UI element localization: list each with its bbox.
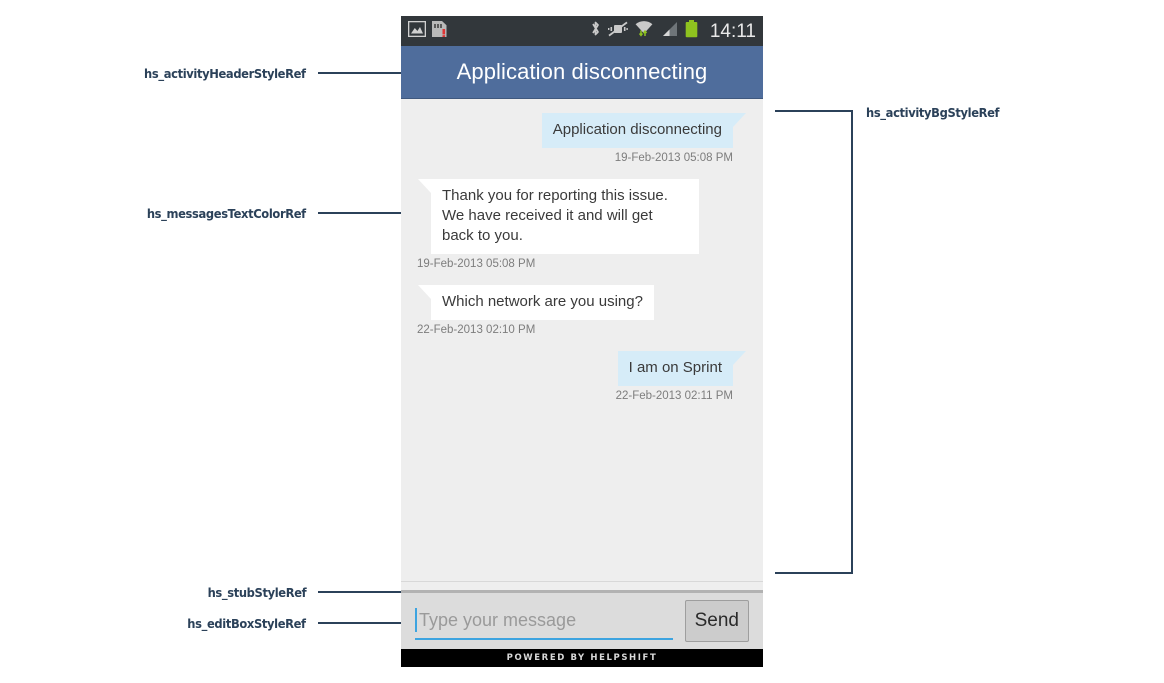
cellular-signal-icon: [660, 21, 678, 42]
conversation-list[interactable]: Application disconnecting 19-Feb-2013 05…: [401, 99, 763, 581]
bluetooth-icon: [590, 20, 601, 42]
powered-by-footer: POWERED BY HELPSHIFT: [401, 649, 763, 667]
annotation-leader-activity-header: [318, 72, 402, 74]
wifi-data-icon: [635, 20, 653, 42]
annotation-label-stub: hs_stubStyleRef: [207, 585, 306, 600]
send-button[interactable]: Send: [684, 600, 749, 642]
annotation-label-messages-text-color: hs_messagesTextColorRef: [147, 206, 306, 221]
message-input[interactable]: [419, 605, 673, 635]
status-bar-left-icons: [407, 20, 448, 42]
list-item: Which network are you using? 22-Feb-2013…: [417, 285, 747, 336]
message-timestamp: 19-Feb-2013 05:08 PM: [417, 258, 536, 270]
message-bubble-user: Application disconnecting: [541, 113, 747, 148]
sd-card-alert-icon: [431, 20, 448, 42]
composer-bar: Send: [401, 593, 763, 649]
message-bubble-agent: Which network are you using?: [418, 285, 654, 320]
vibrate-off-icon: [607, 21, 628, 42]
phone-screen: 14:11 Application disconnecting Applicat…: [401, 16, 763, 667]
annotation-label-activity-bg: hs_activityBgStyleRef: [866, 105, 1000, 120]
activity-header: Application disconnecting: [401, 46, 763, 99]
gallery-image-icon: [407, 20, 427, 42]
message-input-wrapper[interactable]: [415, 602, 673, 640]
message-bubble-agent: Thank you for reporting this issue. We h…: [418, 179, 699, 254]
stub-divider: [401, 581, 763, 593]
annotation-bracket-activity-bg: [775, 110, 853, 574]
battery-full-icon: [685, 19, 698, 43]
annotation-leader-messages-text-color: [318, 212, 402, 214]
message-timestamp: 19-Feb-2013 05:08 PM: [614, 152, 733, 164]
annotation-leader-edit-box: [318, 622, 402, 624]
text-caret-icon: [415, 608, 417, 632]
page-title: Application disconnecting: [456, 59, 708, 84]
annotation-label-edit-box: hs_editBoxStyleRef: [187, 616, 307, 631]
list-item: Thank you for reporting this issue. We h…: [417, 179, 747, 270]
list-item: I am on Sprint 22-Feb-2013 02:11 PM: [417, 351, 747, 402]
message-timestamp: 22-Feb-2013 02:10 PM: [417, 324, 536, 336]
annotation-leader-stub: [318, 591, 402, 593]
message-timestamp: 22-Feb-2013 02:11 PM: [615, 390, 733, 402]
status-bar-clock: 14:11: [709, 20, 756, 42]
message-bubble-user: I am on Sprint: [617, 351, 747, 386]
status-bar: 14:11: [401, 16, 763, 46]
status-bar-right-icons: 14:11: [590, 19, 756, 43]
annotation-label-activity-header: hs_activityHeaderStyleRef: [144, 66, 306, 81]
list-item: Application disconnecting 19-Feb-2013 05…: [417, 113, 747, 164]
